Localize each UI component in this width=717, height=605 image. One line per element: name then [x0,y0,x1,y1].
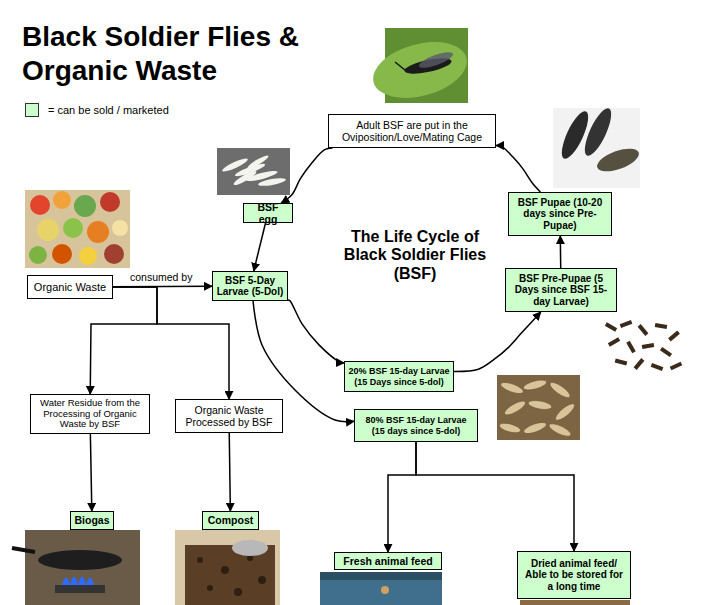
burner [55,585,105,593]
waste-photo [25,190,130,268]
cycle-label: The Life Cycle of Black Soldier Flies (B… [335,228,495,283]
compost-photo [175,530,280,605]
flow-arrow [281,148,332,203]
vegetable-scraps [29,191,128,265]
node-text: Dried animal feed/ Able to be stored for… [521,558,627,593]
pupae [557,105,642,176]
product-box: Compost [202,511,259,530]
flow-arrow [454,312,541,371]
node-text: Water Residue from the Processing of Org… [34,398,146,431]
leaf [367,32,473,107]
fly-body [403,55,452,77]
larvae-photo [497,375,580,440]
prepupae-photo [598,318,686,378]
pan-handle [12,548,35,552]
node-text: Compost [208,514,254,526]
process-box: Water Residue from the Processing of Org… [30,394,150,434]
process-box: Organic Waste Processed by BSF [175,399,283,433]
feeder [381,586,389,594]
input-box: Organic Waste [27,275,113,299]
stage-box: BSF Pre-Pupae (5 Days since BSF 15-day L… [505,268,617,312]
larvae [498,378,576,439]
node-text: BSF Pre-Pupae (5 Days since BSF 15-day L… [509,273,613,308]
node-text: 80% BSF 15-day Larvae (15 days since 5-d… [358,415,474,436]
product-box: Biogas [70,511,114,530]
flow-arrow [416,442,574,551]
node-text: BSF egg [247,201,289,225]
node-text: BSF 5-Day Larvae (5-Dol) [216,275,284,298]
flow-arrow [113,285,212,287]
flow-arrow [496,146,540,192]
egg-cluster [221,154,286,188]
diagram-title: Black Soldier Flies & Organic Waste [22,20,382,88]
node-text: Adult BSF are put in the Oviposition/Lov… [332,119,492,143]
stage-box: 20% BSF 15-day Larvae (15 Days since 5-d… [344,361,454,392]
biogas-photo [25,530,140,605]
product-box: Dried animal feed/ Able to be stored for… [517,551,631,599]
glove [232,540,268,556]
flow-arrow [388,442,416,552]
flow-arrow [288,300,344,363]
legend-swatch [25,103,39,117]
flow-arrow [90,287,157,394]
node-text: Biogas [74,514,109,526]
stage-box: Adult BSF are put in the Oviposition/Lov… [328,114,496,148]
compost-specks [197,555,266,596]
pond-photo [320,572,442,605]
stage-box: 80% BSF 15-day Larvae (15 days since 5-d… [354,409,478,442]
stage-box: BSF Pupae (10-20 days since Pre-Pupae) [508,192,612,236]
flow-arrow [113,287,229,399]
egg-photo [217,148,290,195]
pupae-photo [553,108,640,188]
flow-arrow [229,433,230,511]
fly-photo [385,28,468,103]
node-text: Organic Waste Processed by BSF [179,404,279,428]
flame [62,577,94,586]
flow-arrow [90,434,91,511]
pond-edge [320,572,442,580]
legend-text: = can be sold / marketed [48,104,169,116]
flow-arrow [254,223,266,271]
fly-antenna [395,62,405,70]
node-text: 20% BSF 15-day Larvae (15 Days since 5-d… [348,366,450,387]
compost-bin [185,545,275,605]
prepupae [605,320,682,371]
node-text: BSF Pupae (10-20 days since Pre-Pupae) [512,197,608,232]
fly-wing [417,49,454,71]
node-text: Organic Waste [34,281,106,294]
pan [38,550,122,570]
stage-box: BSF egg [243,203,293,223]
legend-row: = can be sold / marketed [25,103,169,117]
stage-box: BSF 5-Day Larvae (5-Dol) [212,271,288,301]
node-text: Fresh animal feed [343,555,432,567]
dried-feed-photo [520,600,630,605]
flow-arrow [560,236,562,268]
edge-label: consumed by [130,271,192,283]
product-box: Fresh animal feed [334,552,442,570]
